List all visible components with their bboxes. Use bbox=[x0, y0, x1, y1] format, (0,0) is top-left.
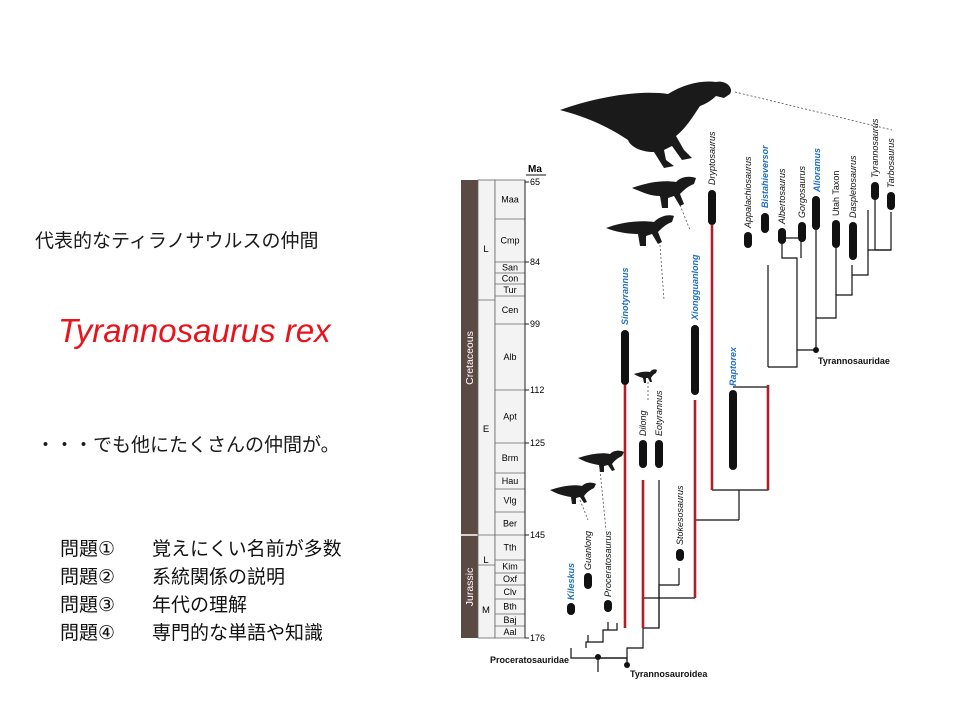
stage-label: Vlg bbox=[503, 496, 516, 506]
problem-number: 問題③ bbox=[60, 594, 116, 616]
taxon-label: Xiongguanlong bbox=[690, 254, 700, 321]
stage-label: Baj bbox=[503, 615, 516, 625]
taxon-label: Eotyrannus bbox=[654, 390, 664, 436]
taxon-label: Albertosaurus bbox=[777, 168, 787, 225]
ma-tick-label: 125 bbox=[530, 438, 545, 448]
taxon-label: Guanlong bbox=[583, 531, 593, 570]
stage-label: Tth bbox=[503, 543, 516, 553]
stage-label: Bth bbox=[503, 602, 517, 612]
taxon-label: Tarbosaurus bbox=[886, 138, 896, 188]
taxon-label: Tyrannosaurus bbox=[870, 118, 880, 178]
stage-label: Brm bbox=[502, 453, 519, 463]
taxon-label: Dryptosaurus bbox=[707, 131, 717, 185]
taxon-label: Appalachiosaurus bbox=[743, 156, 753, 229]
clade-label-tyrannosauridae: Tyrannosauridae bbox=[818, 356, 890, 366]
problem-text: 系統関係の説明 bbox=[152, 566, 286, 588]
clade-label-proceratosauridae: Proceratosauridae bbox=[490, 655, 569, 665]
timescale: Ma Cretaceous Jurassic L E L M MaaCmpSan… bbox=[461, 164, 546, 643]
stage-label: Cen bbox=[502, 305, 519, 315]
taxon-label: Bistahieversor bbox=[760, 145, 770, 208]
stage-label: San bbox=[502, 263, 518, 273]
stage-label: Tur bbox=[503, 285, 516, 295]
slide-heading: 代表的なティラノサウルスの仲間 bbox=[35, 230, 319, 252]
stage-label: Oxf bbox=[503, 574, 518, 584]
problem-number: 問題① bbox=[60, 538, 116, 560]
epoch-label: E bbox=[483, 424, 489, 435]
stage-label: Cmp bbox=[500, 236, 519, 246]
stage-label: Maa bbox=[501, 195, 519, 205]
taxon-label: Utah Taxon bbox=[831, 171, 841, 216]
ma-tick-label: 99 bbox=[530, 319, 540, 329]
period-label: Cretaceous bbox=[464, 331, 476, 385]
taxon-label: Daspletosaurus bbox=[848, 155, 858, 218]
stage-label: Ber bbox=[503, 519, 517, 529]
taxon-label: Stokesosaurus bbox=[675, 485, 685, 545]
taxon-label: Alioramus bbox=[812, 148, 822, 193]
clade-nodes bbox=[595, 347, 819, 668]
problem-text: 年代の理解 bbox=[152, 594, 248, 616]
dinosaur-silhouette bbox=[550, 482, 596, 504]
slide-note: ・・・でも他にたくさんの仲間が。 bbox=[36, 434, 340, 456]
dinosaur-silhouette bbox=[578, 450, 624, 472]
taxon-label: Dilong bbox=[638, 410, 648, 436]
dinosaur-silhouettes bbox=[550, 81, 732, 504]
ma-tick-label: 84 bbox=[530, 257, 540, 267]
phylogeny-figure: Ma Cretaceous Jurassic L E L M MaaCmpSan… bbox=[461, 81, 896, 679]
stage-label: Clv bbox=[504, 587, 517, 597]
period-cretaceous-band bbox=[461, 180, 478, 535]
problem-item: 問題④ 専門的な単語や知識 bbox=[60, 619, 342, 647]
ma-tick-label: 65 bbox=[530, 177, 540, 187]
ma-tick-label: 112 bbox=[530, 385, 544, 395]
epoch-label: L bbox=[483, 244, 488, 255]
stage-label: Alb bbox=[503, 352, 516, 362]
dinosaur-silhouette bbox=[632, 176, 696, 208]
taxon-ranges bbox=[567, 182, 895, 615]
stage-label: Hau bbox=[502, 476, 519, 486]
taxon-label: Proceratosaurus bbox=[603, 530, 613, 597]
species-title: Tyrannosaurus rex bbox=[58, 312, 331, 349]
epoch-label: M bbox=[482, 605, 490, 616]
period-label: Jurassic bbox=[464, 568, 476, 607]
dinosaur-silhouette bbox=[606, 215, 674, 246]
taxon-label: Gorgosaurus bbox=[797, 165, 807, 218]
ma-tick-label: 145 bbox=[530, 530, 545, 540]
problem-text: 専門的な単語や知識 bbox=[152, 622, 324, 644]
problem-item: 問題③ 年代の理解 bbox=[60, 591, 342, 619]
epoch-label: L bbox=[483, 555, 488, 566]
dinosaur-silhouette bbox=[634, 369, 657, 383]
period-jurassic-band bbox=[461, 535, 478, 638]
clade-label-tyrannosauroidea: Tyrannosauroidea bbox=[630, 669, 708, 679]
problem-item: 問題① 覚えにくい名前が多数 bbox=[60, 535, 342, 563]
ma-unit-label: Ma bbox=[528, 164, 542, 175]
stage-label: Con bbox=[502, 274, 519, 284]
stage-label: Kim bbox=[502, 562, 518, 572]
stage-label: Apt bbox=[503, 412, 517, 422]
problem-number: 問題④ bbox=[60, 622, 116, 644]
stage-label: Aal bbox=[503, 627, 516, 637]
problem-list: 問題① 覚えにくい名前が多数 問題② 系統関係の説明 問題③ 年代の理解 問題④ 専門的… bbox=[60, 535, 342, 647]
taxon-label: Kileskus bbox=[566, 563, 576, 600]
ma-tick-label: 176 bbox=[530, 633, 545, 643]
taxon-label: Sinotyrannus bbox=[620, 267, 630, 325]
problem-text: 覚えにくい名前が多数 bbox=[152, 538, 342, 560]
red-branches bbox=[623, 225, 770, 628]
problem-number: 問題② bbox=[60, 566, 116, 588]
taxon-label: Raptorex bbox=[728, 346, 738, 386]
problem-item: 問題② 系統関係の説明 bbox=[60, 563, 342, 591]
tyrannosaurus-silhouette bbox=[560, 81, 732, 168]
